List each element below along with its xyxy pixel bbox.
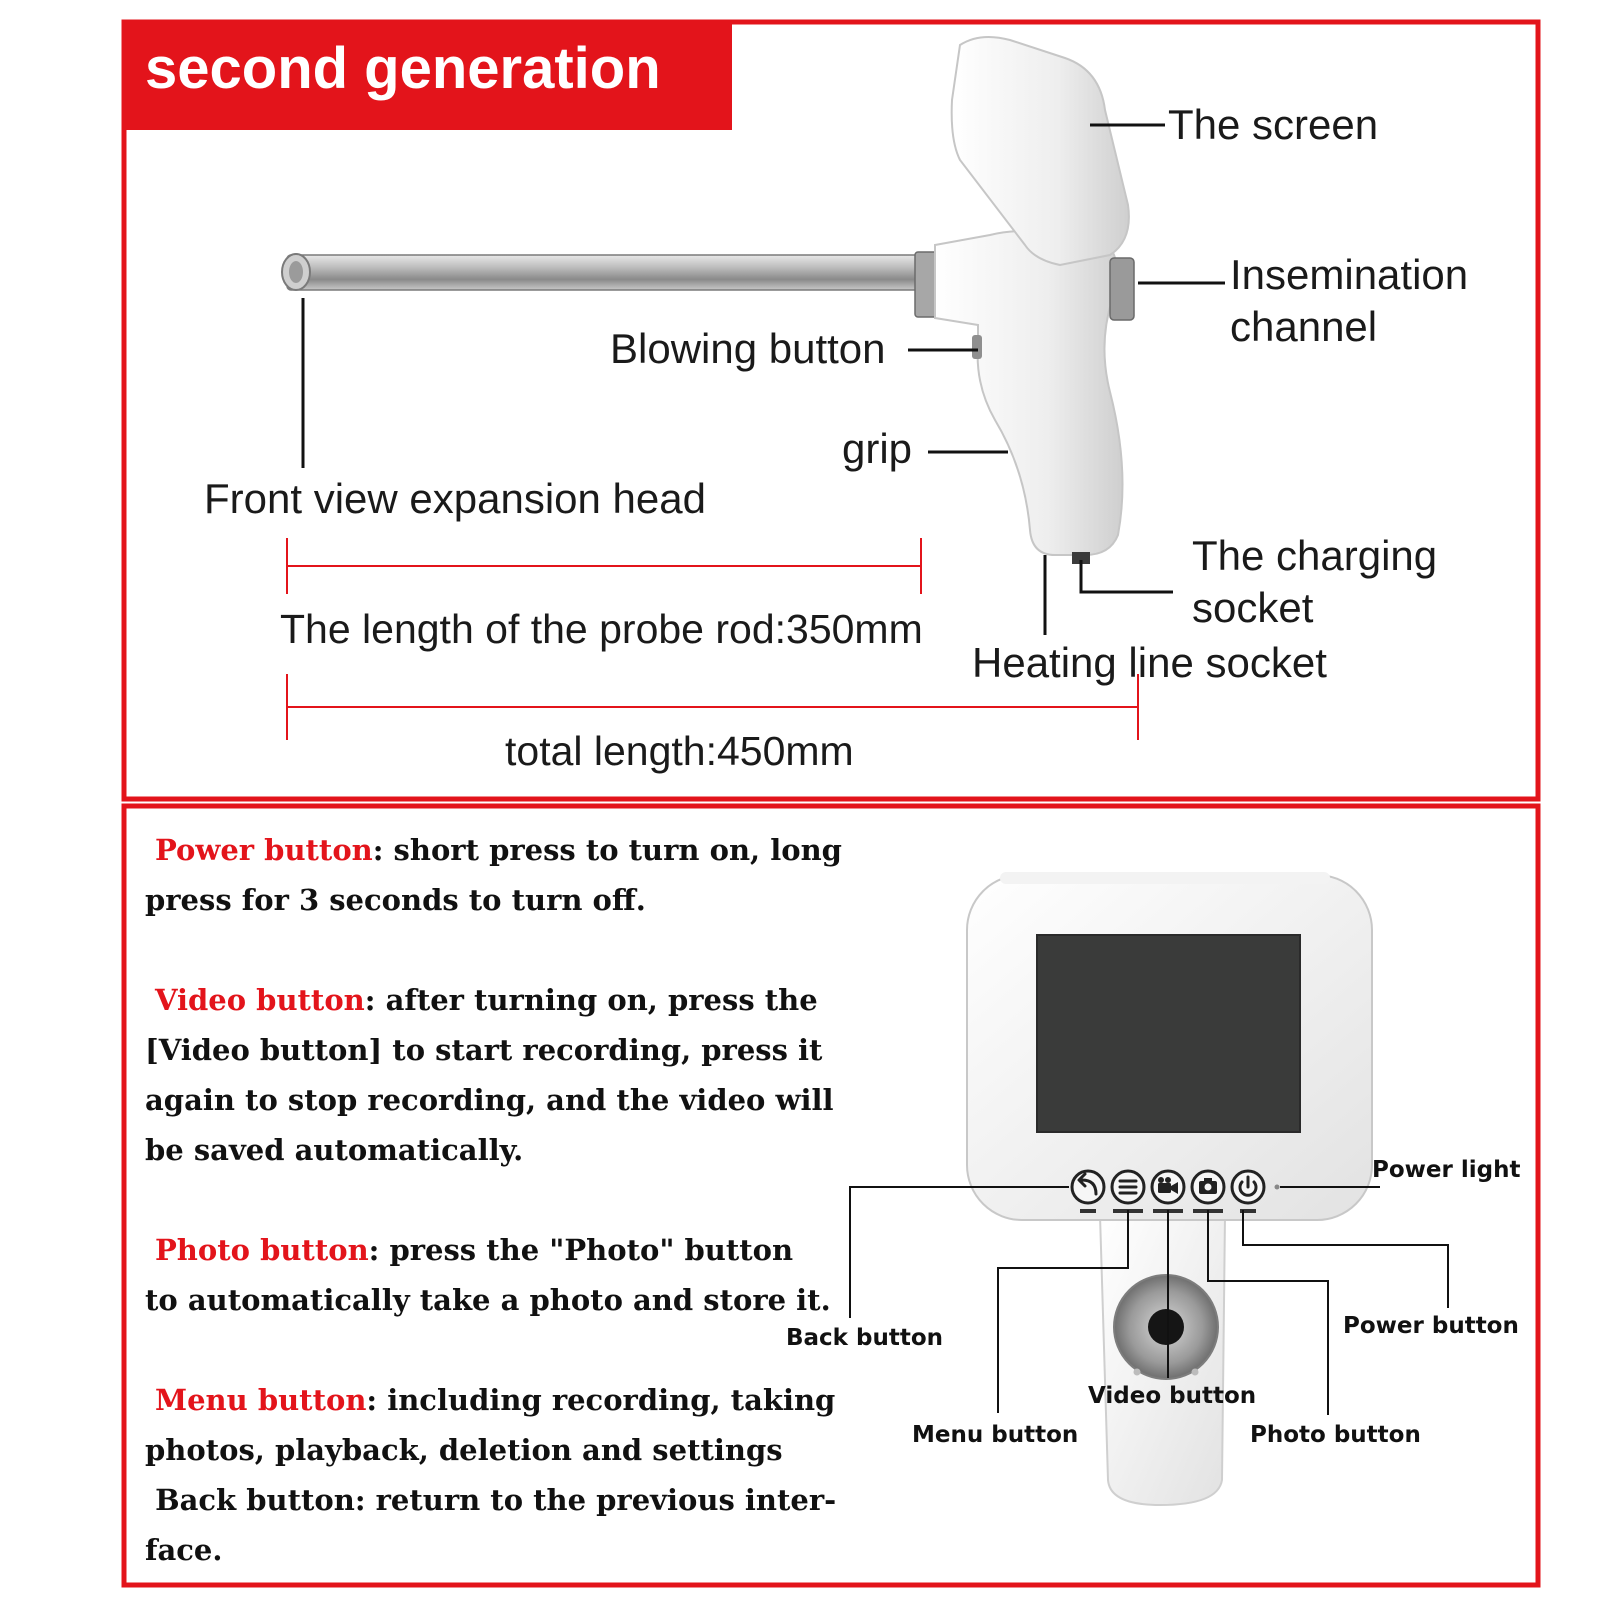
bottom-panel-frame [121,803,1541,1588]
desc-video-line-4: be saved automatically. [145,1133,523,1167]
label-photo-button: Photo button [1250,1422,1421,1448]
label-charging-2: socket [1192,584,1314,631]
back-arrow-icon[interactable] [1070,1169,1106,1205]
label-charging-1: The charging [1192,532,1437,579]
button-descriptions: Power button: short press to turn on, lo… [145,833,842,1567]
label-grip: grip [842,425,912,472]
label-back-button: Back button [786,1325,943,1351]
desc-back-line-1: Back button: return to the previous inte… [145,1483,836,1517]
desc-video-line-2: [Video button] to start recording, press… [145,1033,823,1067]
video-camera-icon[interactable] [1150,1169,1186,1205]
photo-camera-icon[interactable] [1190,1169,1226,1205]
label-probe-length: The length of the probe rod:350mm [280,606,923,652]
label-screen: The screen [1168,101,1378,148]
label-total-length: total length:450mm [505,728,854,774]
title-banner [122,20,732,130]
label-insemination-2: channel [1230,303,1377,350]
desc-photo-line-1: Photo button: press the "Photo" button [155,1233,793,1267]
label-power-button: Power button [1343,1313,1519,1339]
device-leader-lines [849,1186,1449,1415]
desc-video-line-1: Video button: after turning on, press th… [154,983,818,1017]
dimension-lines [286,538,1139,740]
page-title: second generation [145,36,661,101]
top-labels: The screen Insemination channel Blowing … [204,101,1468,774]
power-icon[interactable] [1230,1169,1266,1205]
device-labels: Power light Back button Power button Vid… [786,1157,1520,1448]
desc-video-line-3: again to stop recording, and the video w… [145,1083,834,1117]
device-screen [1036,934,1301,1133]
desc-back-line-2: face. [145,1533,222,1567]
label-heating: Heating line socket [972,639,1327,686]
top-panel-frame [121,19,1541,802]
gun-illustration [281,35,1135,564]
desc-photo-line-2: to automatically take a photo and store … [145,1283,831,1317]
device-front-view [966,872,1373,1507]
menu-lines-icon[interactable] [1110,1169,1146,1205]
label-menu-button: Menu button [912,1422,1078,1448]
label-front-head: Front view expansion head [204,475,706,522]
desc-power-line-2: press for 3 seconds to turn off. [145,883,646,917]
label-power-light: Power light [1372,1157,1520,1183]
desc-menu-line-2: photos, playback, deletion and settings [145,1433,783,1467]
top-leader-lines [301,123,1225,635]
label-video-button: Video button [1088,1383,1256,1409]
desc-power-line-1: Power button: short press to turn on, lo… [155,833,842,867]
label-blowing: Blowing button [610,325,886,372]
power-light-indicator [1274,1184,1280,1190]
label-insemination-1: Insemination [1230,251,1468,298]
desc-menu-line-1: Menu button: including recording, taking [155,1383,835,1417]
